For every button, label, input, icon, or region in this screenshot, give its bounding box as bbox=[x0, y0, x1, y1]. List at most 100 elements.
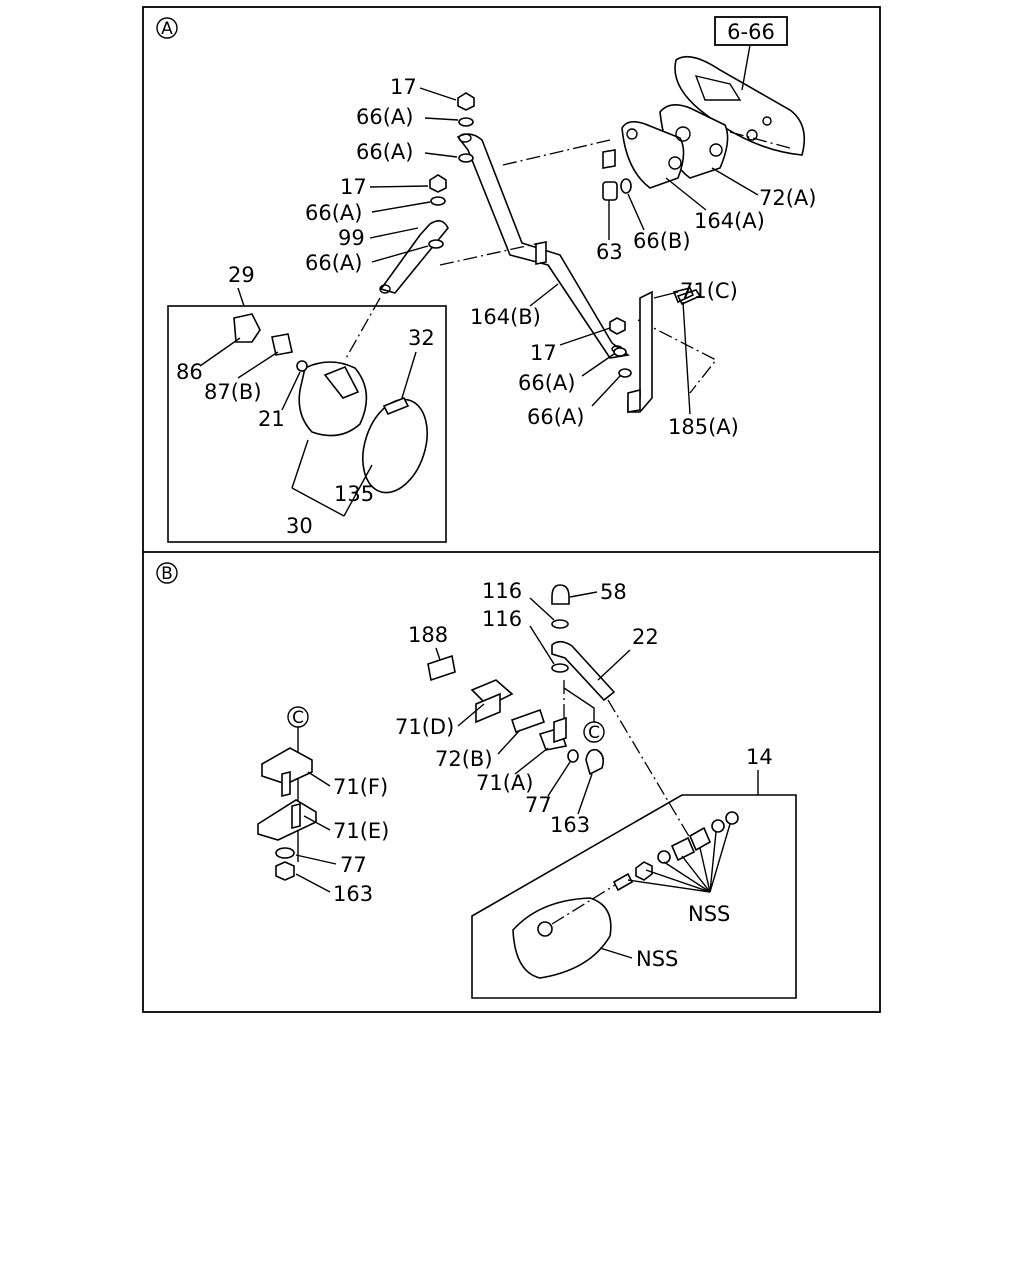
screw-21-part bbox=[296, 360, 308, 372]
bracket-71f-part bbox=[261, 747, 313, 785]
leader bbox=[581, 353, 615, 377]
connector-marker-letter: C bbox=[292, 708, 304, 728]
label-66a: 66(A) bbox=[356, 140, 413, 164]
clip-87b-part bbox=[271, 333, 293, 356]
leader bbox=[529, 283, 559, 307]
label-30: 30 bbox=[286, 514, 313, 538]
leader bbox=[281, 371, 301, 411]
stay-hole bbox=[458, 133, 472, 143]
washer-nss-part bbox=[711, 819, 725, 833]
section-a-marker-letter: A bbox=[161, 19, 173, 39]
washer-116-part bbox=[551, 619, 569, 629]
block-nss-part bbox=[670, 836, 696, 862]
bolt-part bbox=[535, 241, 547, 265]
leader bbox=[343, 464, 373, 517]
leader bbox=[237, 351, 279, 379]
stay-22-part bbox=[551, 640, 616, 702]
leader bbox=[371, 245, 429, 263]
plate-hole bbox=[709, 143, 723, 157]
label-66b: 66(B) bbox=[633, 229, 691, 253]
leader bbox=[371, 201, 431, 213]
label-66a: 66(A) bbox=[527, 405, 584, 429]
label-14: 14 bbox=[746, 745, 773, 769]
label-116: 116 bbox=[482, 579, 522, 603]
washer-part bbox=[618, 368, 632, 378]
centerline bbox=[637, 319, 717, 394]
washer-part bbox=[458, 153, 474, 163]
mirror-pivot bbox=[537, 921, 553, 937]
leader bbox=[729, 131, 791, 149]
leader bbox=[307, 771, 331, 787]
cap-nss-part bbox=[725, 811, 739, 825]
bracket-71e-part bbox=[257, 799, 317, 841]
arm-99-part bbox=[379, 220, 449, 294]
washer-part bbox=[613, 347, 627, 357]
leader bbox=[699, 847, 711, 893]
leader bbox=[653, 291, 679, 299]
leader bbox=[559, 327, 611, 346]
leader bbox=[291, 439, 309, 489]
bolt-part bbox=[627, 388, 641, 413]
leader bbox=[591, 375, 621, 407]
bolt-185a-part bbox=[672, 287, 702, 306]
label-71e: 71(E) bbox=[333, 819, 389, 843]
leader bbox=[291, 487, 345, 517]
bolt-part bbox=[281, 770, 291, 798]
centerline bbox=[551, 881, 621, 925]
label-nss: NSS bbox=[636, 947, 678, 971]
clamp-nss-part bbox=[688, 826, 712, 852]
bracket-72b-part bbox=[510, 708, 546, 734]
leader bbox=[577, 773, 593, 815]
leader bbox=[369, 227, 419, 239]
label-21: 21 bbox=[258, 407, 285, 431]
label-188: 188 bbox=[408, 623, 448, 647]
washer-part bbox=[430, 196, 446, 206]
label-plate-188-part bbox=[427, 654, 456, 682]
mirror-bracket bbox=[323, 365, 360, 399]
label-87b: 87(B) bbox=[204, 380, 262, 404]
label-66a: 66(A) bbox=[356, 105, 413, 129]
centerline bbox=[439, 242, 541, 266]
section-b-marker-letter: B bbox=[161, 564, 173, 584]
washer-part bbox=[428, 239, 444, 249]
washer-66b-part bbox=[620, 178, 632, 194]
leader bbox=[419, 87, 457, 101]
washer-77-part bbox=[567, 749, 579, 763]
leader bbox=[627, 879, 711, 893]
inset-box-14 bbox=[471, 794, 797, 999]
label-66a: 66(A) bbox=[518, 371, 575, 395]
label-163: 163 bbox=[550, 813, 590, 837]
section-b: B C C bbox=[156, 562, 797, 999]
washer-part bbox=[458, 117, 474, 127]
bracket-71d-body bbox=[475, 692, 501, 724]
connector-leader bbox=[563, 687, 595, 722]
plate-hole bbox=[675, 126, 691, 142]
label-58: 58 bbox=[600, 580, 627, 604]
leader bbox=[682, 301, 691, 415]
leader bbox=[424, 117, 459, 121]
plate-hole bbox=[626, 128, 638, 140]
leader bbox=[199, 337, 241, 367]
label-66a: 66(A) bbox=[305, 201, 362, 225]
leader bbox=[401, 351, 417, 399]
label-32: 32 bbox=[408, 326, 435, 350]
leader bbox=[681, 855, 711, 893]
nut-17-part bbox=[609, 317, 626, 335]
inset-box-29 bbox=[167, 305, 447, 543]
label-29: 29 bbox=[228, 263, 255, 287]
leader bbox=[599, 947, 633, 959]
leader bbox=[645, 869, 711, 893]
leader bbox=[237, 287, 245, 307]
label-72b: 72(B) bbox=[435, 747, 493, 771]
label-116: 116 bbox=[482, 607, 522, 631]
label-63: 63 bbox=[596, 240, 623, 264]
cap-nut-58-part bbox=[551, 584, 570, 605]
nut-63-part bbox=[602, 181, 618, 201]
nut-17-part bbox=[429, 174, 447, 193]
label-71a: 71(A) bbox=[476, 771, 533, 795]
section-a-marker bbox=[156, 17, 178, 39]
leader bbox=[665, 177, 707, 211]
leader bbox=[514, 747, 549, 775]
label-77: 77 bbox=[340, 853, 367, 877]
